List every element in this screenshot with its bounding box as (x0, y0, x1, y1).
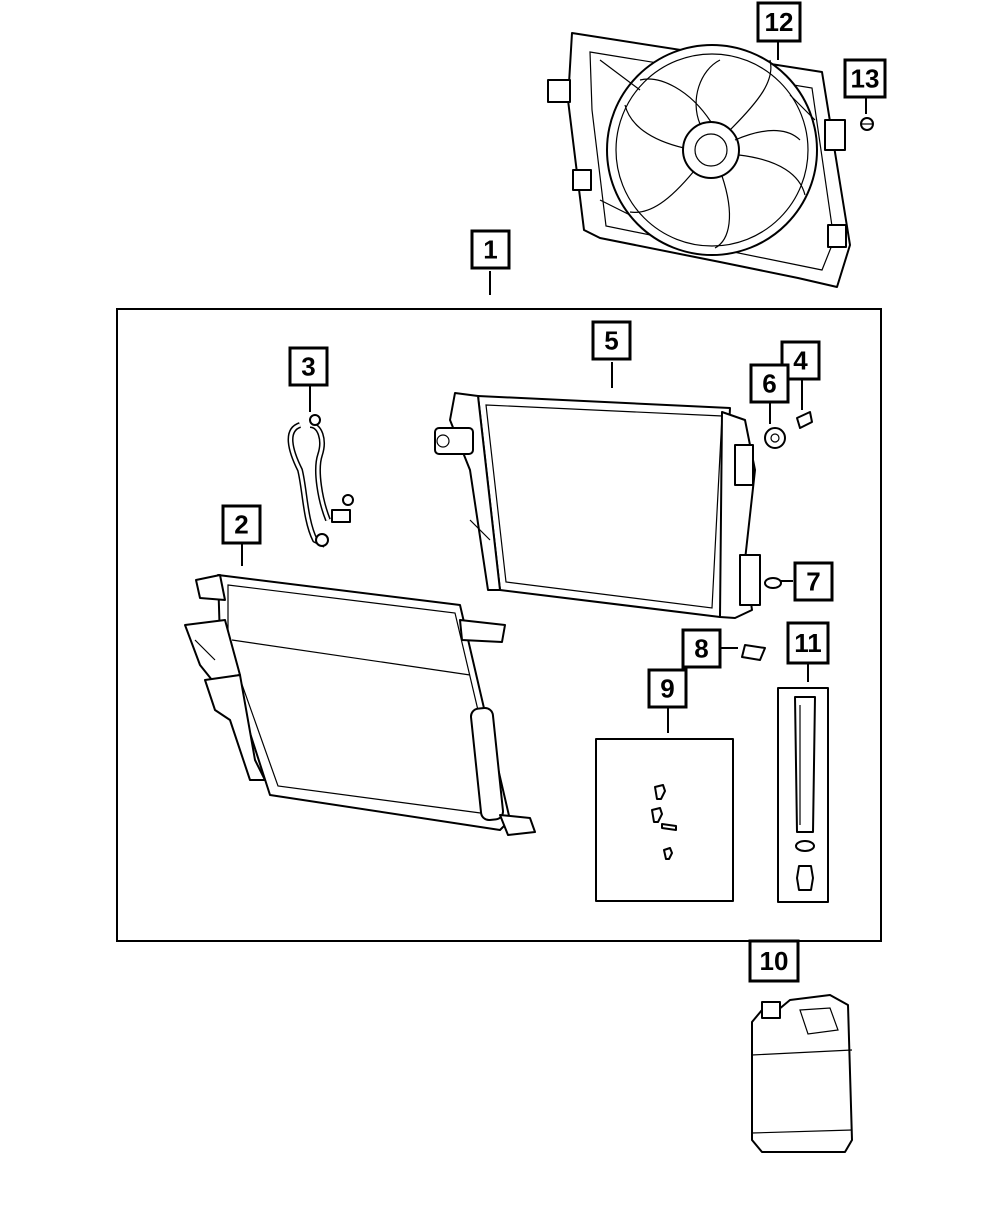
coolant-jug-illustration (751, 994, 853, 1153)
callout-1[interactable]: 1 (470, 229, 511, 270)
callout-10[interactable]: 10 (748, 939, 800, 983)
callout-9[interactable]: 9 (647, 668, 688, 709)
callout-13[interactable]: 13 (843, 58, 887, 99)
callout-7[interactable]: 7 (793, 561, 834, 602)
callout-9-label: 9 (660, 674, 674, 704)
callout-5[interactable]: 5 (591, 320, 632, 361)
callout-3-label: 3 (301, 352, 315, 382)
callout-5-label: 5 (604, 326, 618, 356)
callout-2-label: 2 (234, 510, 248, 540)
hardware-kit-illustration (595, 738, 734, 902)
assembly-frame (116, 308, 882, 942)
seal-kit-illustration (777, 687, 829, 903)
callout-8[interactable]: 8 (681, 628, 722, 669)
cooler-line-illustration (287, 414, 354, 548)
fan-shroud-illustration (547, 32, 851, 288)
callout-7-label: 7 (806, 567, 820, 597)
drain-plug-4-illustration (796, 411, 813, 429)
nut-6-illustration (764, 427, 786, 449)
callout-1-label: 1 (483, 235, 497, 265)
grommet-7-illustration (764, 577, 782, 589)
radiator-illustration (434, 392, 761, 619)
callout-6[interactable]: 6 (749, 363, 790, 404)
callout-11-label: 11 (794, 628, 822, 658)
callout-6-label: 6 (762, 369, 776, 399)
callout-13-label: 13 (851, 64, 880, 94)
condenser-illustration (184, 574, 536, 836)
callout-12[interactable]: 12 (756, 1, 802, 43)
callout-11[interactable]: 11 (786, 621, 830, 665)
callout-3[interactable]: 3 (288, 346, 329, 387)
callout-8-label: 8 (694, 634, 708, 664)
callout-12-label: 12 (765, 7, 794, 37)
callout-2[interactable]: 2 (221, 504, 262, 545)
screw-13-illustration (860, 117, 874, 131)
callout-4-label: 4 (793, 346, 808, 376)
clip-8-illustration (741, 644, 766, 661)
callout-10-label: 10 (760, 946, 789, 976)
